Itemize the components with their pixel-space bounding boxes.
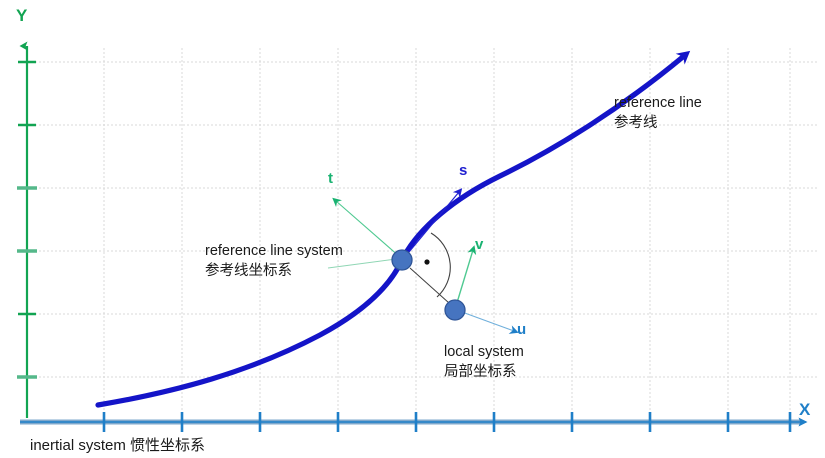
inertial-system-caption: inertial system 惯性坐标系	[30, 437, 206, 454]
leader-line-reference-system	[327, 258, 397, 269]
angle-side-lower	[409, 267, 450, 304]
vector-s-arrow	[403, 188, 463, 259]
local-system-label: local system 局部坐标系	[444, 344, 524, 381]
reference-line-label-cn: 参考线	[614, 115, 658, 131]
grid-lines	[27, 48, 818, 418]
x-axis	[20, 412, 808, 432]
local-system-label-cn: 局部坐标系	[444, 364, 517, 380]
y-axis-ticks	[17, 60, 37, 379]
vector-v-arrow	[455, 245, 477, 307]
x-axis-label: X	[799, 400, 811, 419]
reference-line-system-label: reference line system 参考线坐标系	[205, 243, 343, 280]
vector-t-arrow	[332, 197, 401, 258]
angle-vertex-dot	[424, 259, 430, 265]
vector-t-label: t	[328, 170, 333, 187]
vector-v-label: v	[475, 236, 484, 253]
local-system-label-en: local system	[444, 344, 524, 360]
vector-u-label: u	[517, 321, 527, 338]
heading-angle-arc	[430, 232, 451, 298]
y-axis	[17, 41, 37, 418]
vector-s-label: s	[459, 162, 468, 179]
reference-line-label-en: reference line	[614, 95, 702, 111]
reference-line-node[interactable]	[391, 249, 413, 271]
reference-line-system-label-cn: 参考线坐标系	[205, 263, 292, 279]
reference-line-label: reference line 参考线	[614, 95, 702, 132]
x-axis-ticks	[102, 412, 792, 432]
vector-u-arrow	[461, 311, 519, 334]
reference-line-system-label-en: reference line system	[205, 243, 343, 259]
y-axis-label: Y	[16, 6, 28, 25]
local-node[interactable]	[444, 299, 466, 321]
reference-line-curve	[95, 50, 691, 408]
